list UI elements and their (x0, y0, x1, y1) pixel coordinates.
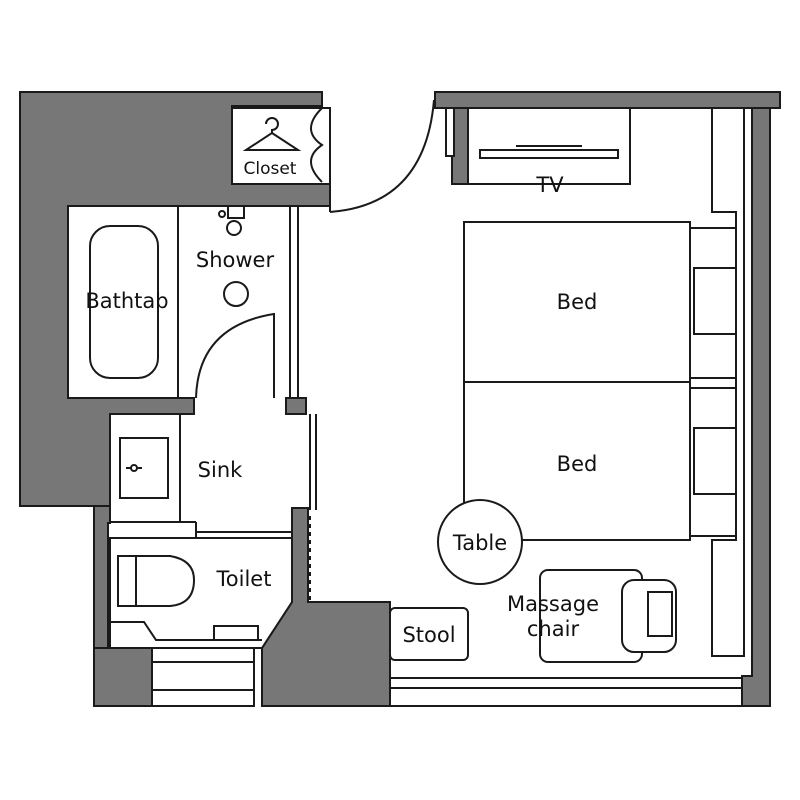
shower-label: Shower (196, 248, 275, 272)
closet: Closet (231, 107, 331, 185)
right-cabinet (711, 108, 745, 657)
tv-icon (479, 149, 619, 159)
pillow-bottom (693, 427, 737, 495)
bed-top (463, 221, 691, 383)
shower-area: Shower (177, 205, 299, 399)
pillow-top (693, 267, 737, 335)
right-wall (741, 107, 771, 707)
window-bottom (151, 647, 743, 707)
stool: Stool (389, 607, 469, 661)
tv-label: TV (535, 173, 564, 197)
shower-door (195, 312, 275, 399)
table-label: Table (452, 531, 507, 555)
sink-area: Sink (109, 413, 317, 539)
massage-chair: Massage chair (507, 569, 677, 663)
top-right-wall (434, 91, 781, 109)
bathroom-corner-wall (285, 397, 307, 415)
drain-icon (223, 281, 249, 307)
sink-label: Sink (198, 458, 243, 482)
closet-label: Closet (244, 159, 297, 179)
bathtab-area: Bathtab (67, 205, 179, 399)
table: Table (437, 499, 523, 585)
toilet-label: Toilet (216, 567, 272, 591)
walls (19, 91, 781, 707)
massage-chair-label-1: Massage (507, 592, 599, 616)
bed-bottom-label: Bed (557, 452, 598, 476)
toilet-bowl (135, 555, 196, 607)
tv-unit: TV (445, 107, 631, 197)
stool-label: Stool (402, 623, 455, 647)
closet-door (310, 107, 324, 183)
bathtab (89, 225, 159, 379)
bottom-left-block (93, 647, 153, 707)
massage-chair-label-2: chair (527, 617, 580, 641)
hanger-icon (242, 117, 302, 151)
toilet-area: Toilet (109, 516, 311, 649)
bed-top-label: Bed (557, 290, 598, 314)
beds: Bed Bed (463, 221, 737, 541)
entrance-door (329, 99, 435, 213)
bathtab-label: Bathtab (85, 289, 168, 313)
shower-head-icon (218, 205, 245, 236)
